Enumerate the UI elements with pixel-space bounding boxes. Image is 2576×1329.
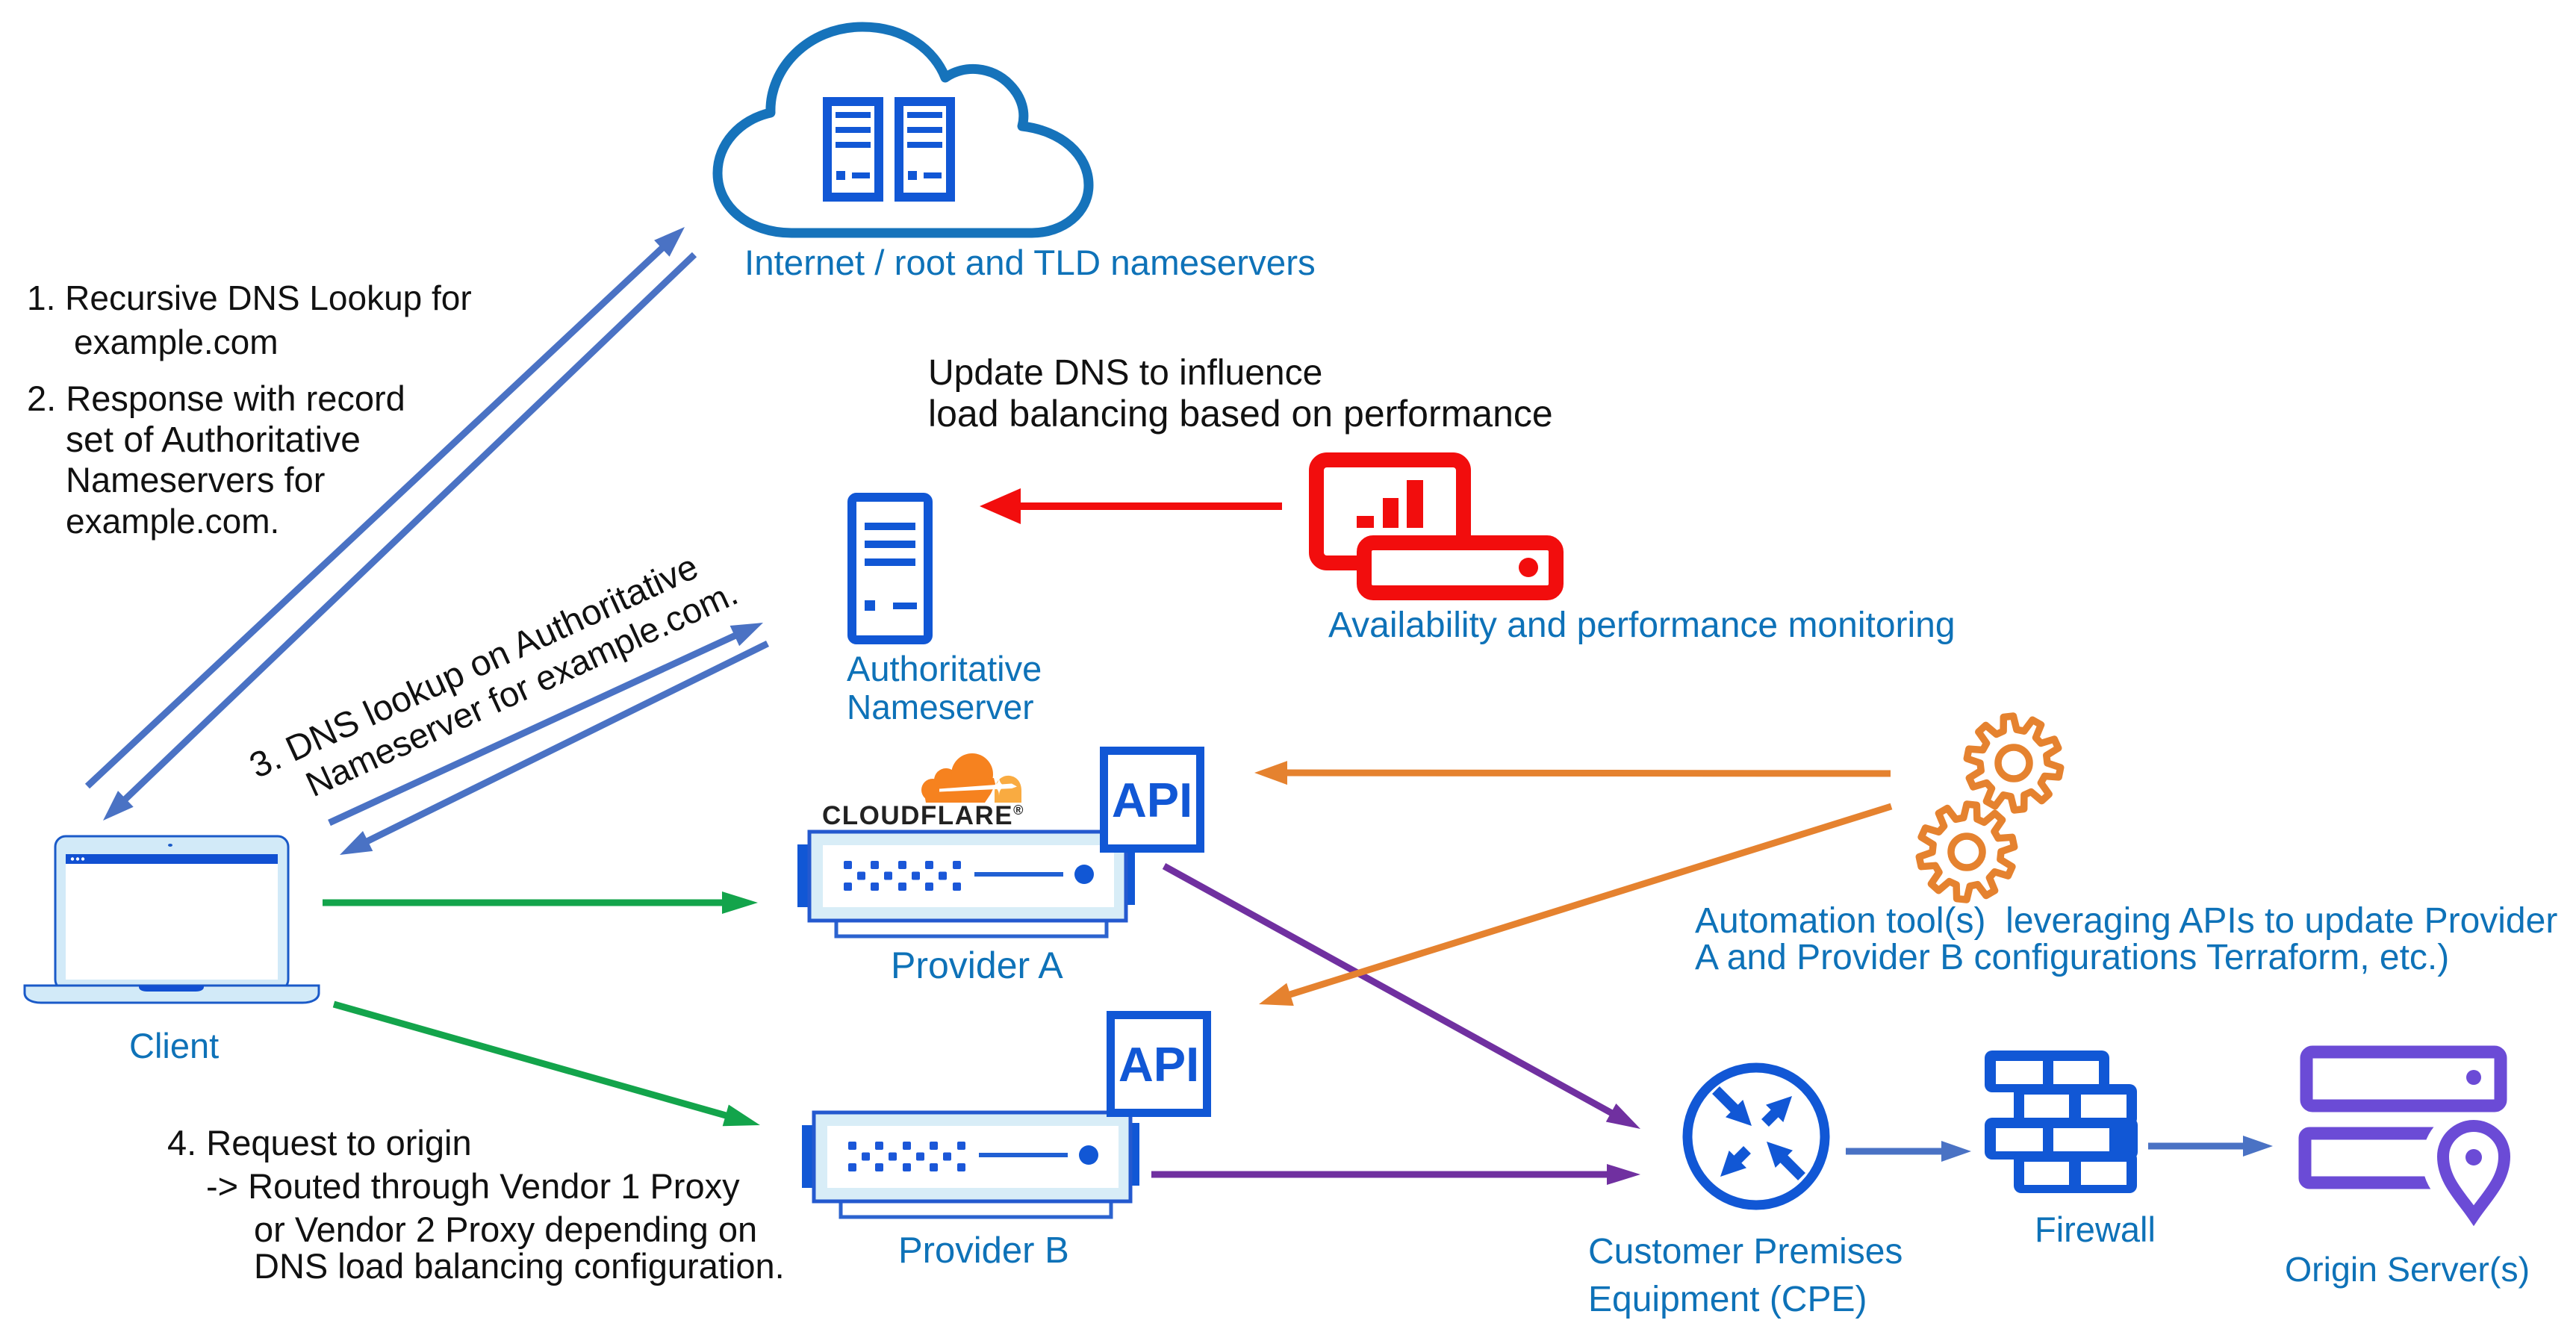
svg-text:Availability and performance m: Availability and performance monitoring [1328, 606, 1956, 645]
svg-text:Nameservers for: Nameservers for [66, 460, 325, 499]
svg-text:example.com.: example.com. [66, 502, 279, 541]
svg-text:Authoritative: Authoritative [847, 649, 1042, 688]
svg-text:4. Request to origin: 4. Request to origin [167, 1123, 472, 1163]
svg-text:1. Recursive DNS Lookup for: 1. Recursive DNS Lookup for [27, 278, 472, 317]
svg-text:Firewall: Firewall [2035, 1210, 2156, 1249]
svg-text:Customer Premises: Customer Premises [1588, 1232, 1903, 1272]
svg-text:load balancing based on perfor: load balancing based on performance [928, 393, 1553, 435]
svg-text:Automation tool(s) leveraging: Automation tool(s) leveraging APIs to up… [1695, 901, 2557, 941]
svg-text:Provider B: Provider B [898, 1230, 1069, 1271]
svg-text:example.com: example.com [74, 323, 279, 361]
svg-text:or Vendor 2 Proxy depending on: or Vendor 2 Proxy depending on [254, 1210, 757, 1249]
svg-text:A and Provider B configuration: A and Provider B configurations Terrafor… [1695, 938, 2449, 977]
svg-text:Equipment (CPE): Equipment (CPE) [1588, 1280, 1867, 1319]
svg-text:Client: Client [129, 1026, 219, 1065]
svg-text:Origin Server(s): Origin Server(s) [2285, 1250, 2530, 1289]
svg-text:Nameserver: Nameserver [847, 688, 1034, 726]
svg-text:Update DNS to influence: Update DNS to influence [928, 353, 1322, 393]
svg-text:set of Authoritative: set of Authoritative [66, 420, 361, 460]
svg-text:Provider A: Provider A [891, 944, 1063, 986]
svg-text:Internet / root and TLD namese: Internet / root and TLD nameservers [744, 243, 1316, 283]
svg-text:DNS load balancing configurati: DNS load balancing configuration. [254, 1246, 785, 1286]
svg-text:2. Response with record: 2. Response with record [27, 379, 405, 418]
svg-text:-> Routed through Vendor 1 Pro: -> Routed through Vendor 1 Proxy [206, 1166, 740, 1206]
svg-text:CLOUDFLARE®: CLOUDFLARE® [822, 801, 1024, 830]
